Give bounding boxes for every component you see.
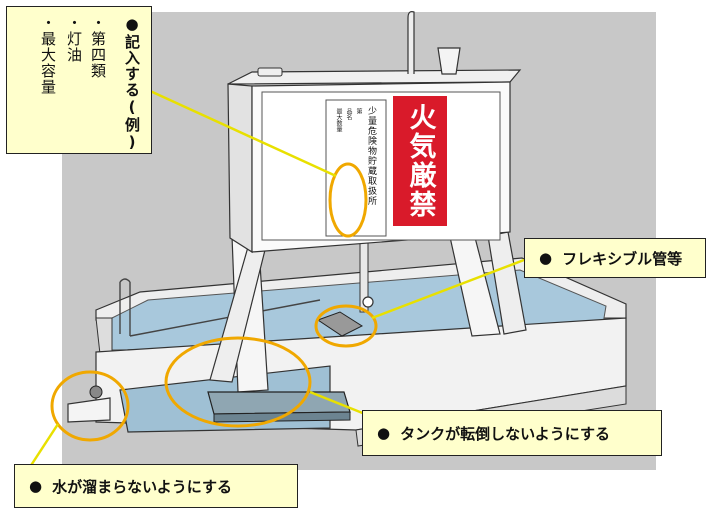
bullet-icon: ● xyxy=(123,15,141,34)
flexible-pipe-callout: ● フレキシブル管等 xyxy=(524,238,706,278)
example-heading-text: 記入する(例) xyxy=(123,34,141,152)
stand-leg-right-back xyxy=(487,231,527,335)
example-item-kerosene: ・灯油 xyxy=(65,15,83,63)
back-pipe xyxy=(119,278,321,337)
fire-warning-sign: 火気厳禁 xyxy=(393,96,447,226)
highlight-flex-hose xyxy=(314,304,378,348)
highlight-label-area xyxy=(328,162,368,238)
example-item-capacity: ・最大容量 xyxy=(39,15,57,95)
bullet-icon: ● xyxy=(539,249,553,267)
example-item-class: ・第四類 xyxy=(89,15,107,79)
tank-left-side xyxy=(227,83,253,254)
flexible-hose xyxy=(316,311,364,337)
leader-example xyxy=(147,88,337,178)
highlight-drain xyxy=(50,370,130,442)
example-heading: ●記入する(例) xyxy=(123,15,141,152)
leader-water xyxy=(26,423,60,471)
sign-item-quantity: 最大数量 xyxy=(335,108,342,132)
example-callout: ●記入する(例) ・第四類 ・灯油 ・最大容量 xyxy=(6,6,152,154)
drain-cap xyxy=(89,385,103,399)
tank-stability-text: タンクが転倒しないようにする xyxy=(400,424,610,443)
leader-flex xyxy=(371,258,525,320)
base-plate xyxy=(207,391,351,415)
level-gauge xyxy=(257,67,283,77)
highlight-base xyxy=(164,336,312,428)
bullet-icon: ● xyxy=(29,477,43,495)
facility-label: 少量危険物貯蔵取扱所 xyxy=(366,106,376,206)
sign-item-class: 第 xyxy=(355,108,362,114)
supply-valve xyxy=(362,296,374,308)
fill-cap xyxy=(437,47,461,75)
sign-item-name: 品名 xyxy=(345,108,352,120)
drain-pipe xyxy=(67,397,111,423)
sign-item-list: 第 品名 最大数量 xyxy=(330,108,362,168)
water-drain-text: 水が溜まらないようにする xyxy=(52,477,232,496)
tank-stability-callout: ● タンクが転倒しないようにする xyxy=(362,410,662,456)
flexible-pipe-text: フレキシブル管等 xyxy=(562,249,683,268)
vent-pipe xyxy=(407,11,415,74)
water-drain-callout: ● 水が溜まらないようにする xyxy=(14,464,298,508)
bullet-icon: ● xyxy=(377,424,391,442)
